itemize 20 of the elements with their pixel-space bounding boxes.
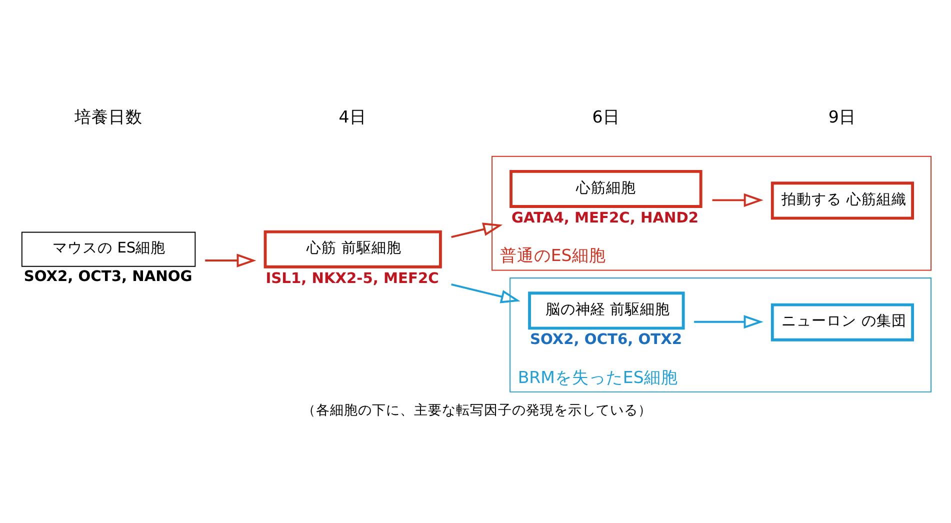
node-box: ニューロン の集団 [770,303,914,342]
node-label: SOX2, OCT6, OTX2 [530,331,682,348]
node-label: GATA4, MEF2C, HAND2 [512,210,698,227]
arrow [205,254,256,268]
node-box: マウスの ES細胞 [21,232,196,267]
arrow [712,193,764,207]
node-label: ISL1, NKX2-5, MEF2C [266,270,439,287]
label: 4日 [338,107,366,126]
arrow [694,315,764,329]
arrow [451,222,503,238]
arrow [451,283,520,304]
node-box: 拍動する 心筋組織 [770,182,914,220]
node-box: 脳の神経 前駆細胞 [528,292,685,330]
label: 6日 [592,107,620,126]
label: 9日 [828,107,856,126]
node-box: 心筋細胞 [510,170,702,208]
node-box: 心筋 前駆細胞 [264,230,442,268]
label: 培養日数 [74,107,142,126]
caption: （各細胞の下に、主要な転写因子の発現を示している） [302,402,652,419]
node-label: SOX2, OCT3, NANOG [24,268,192,285]
